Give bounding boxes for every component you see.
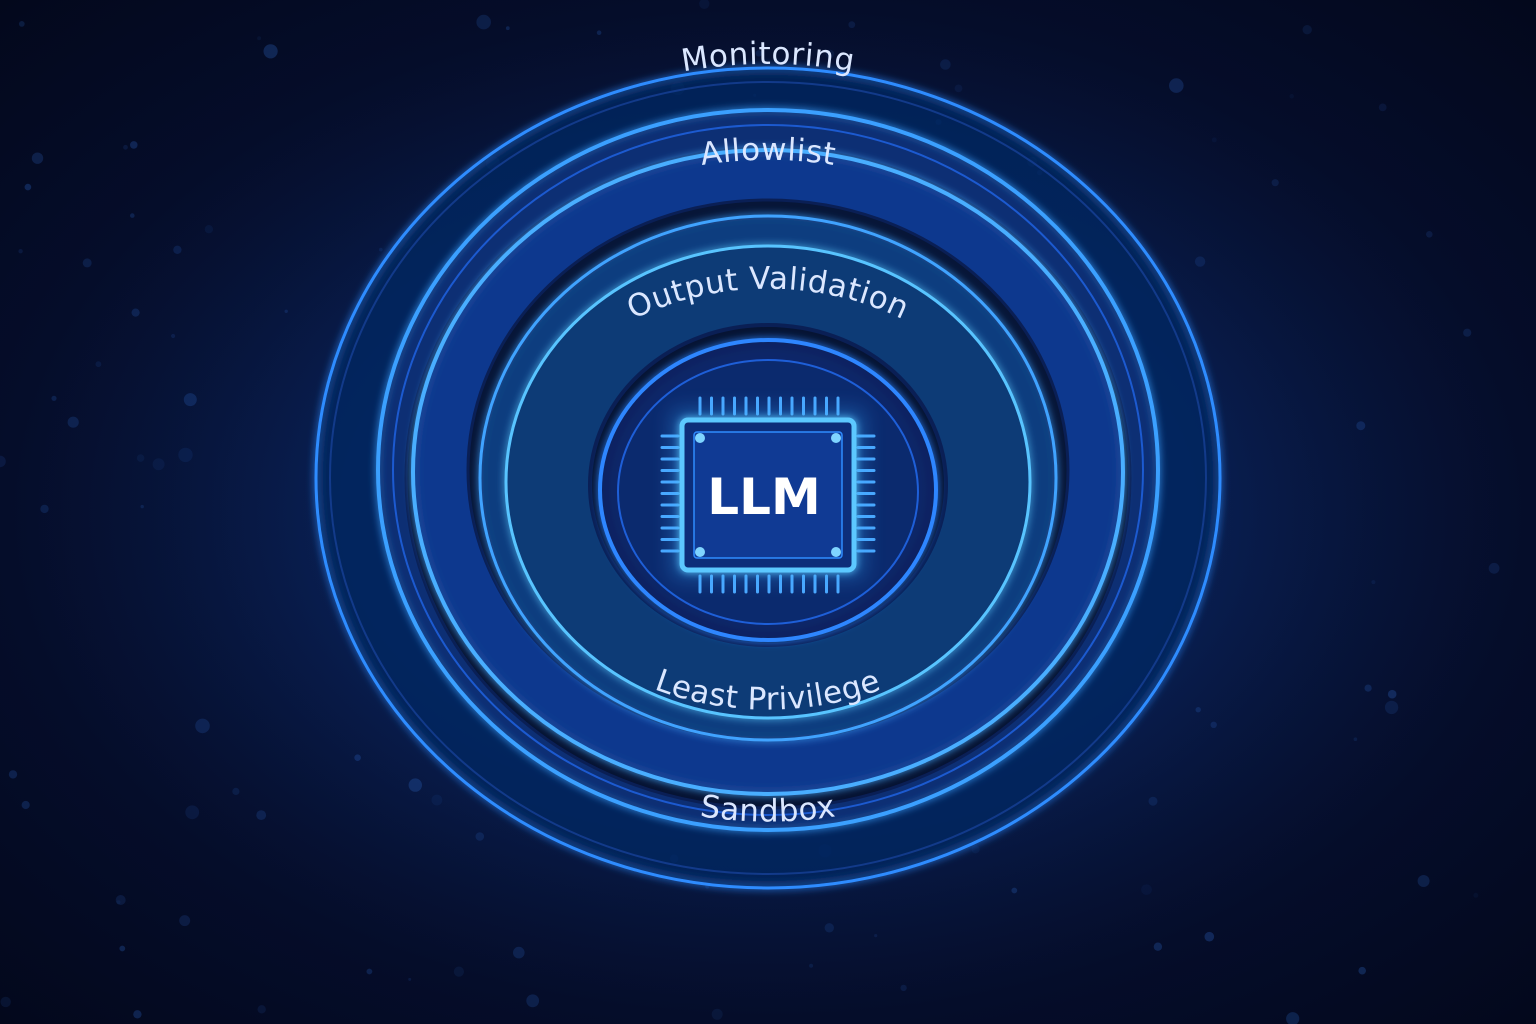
background-particle xyxy=(825,49,835,59)
llm-label: LLM xyxy=(707,468,820,526)
background-particle xyxy=(596,30,602,35)
background-particle xyxy=(1141,884,1152,895)
background-particle xyxy=(1148,796,1158,806)
background-particle xyxy=(1364,684,1372,692)
background-particle xyxy=(476,14,492,30)
background-particle xyxy=(119,945,126,952)
background-particle xyxy=(1011,887,1018,894)
background-particle xyxy=(505,26,510,31)
background-particle xyxy=(116,900,121,905)
background-particle xyxy=(971,845,980,854)
background-particle xyxy=(755,50,762,57)
background-particle xyxy=(1204,931,1215,942)
background-particle xyxy=(232,787,240,796)
background-particle xyxy=(179,915,191,927)
background-particle xyxy=(408,778,422,792)
background-particle xyxy=(8,770,18,779)
background-particle xyxy=(874,934,878,938)
background-particle xyxy=(0,455,6,468)
background-particle xyxy=(1271,179,1279,187)
background-particle xyxy=(354,754,361,761)
background-particle xyxy=(82,258,92,268)
background-particle xyxy=(185,805,200,820)
background-particle xyxy=(18,21,25,27)
background-particle xyxy=(173,245,182,254)
background-particle xyxy=(1302,25,1312,35)
background-particle xyxy=(699,0,710,9)
background-particle xyxy=(848,21,856,29)
background-particle xyxy=(24,183,32,191)
background-particle xyxy=(263,44,278,59)
chip-icon: LLM xyxy=(660,396,876,594)
background-particle xyxy=(130,141,138,149)
background-particle xyxy=(940,59,951,70)
background-particle xyxy=(1473,892,1479,898)
background-particle xyxy=(67,416,79,428)
background-particle xyxy=(809,963,814,968)
background-particle xyxy=(379,247,383,252)
background-particle xyxy=(1356,421,1366,431)
background-particle xyxy=(256,810,267,820)
background-particle xyxy=(1463,328,1472,337)
background-particle xyxy=(431,794,443,806)
background-particle xyxy=(133,1010,142,1019)
background-particle xyxy=(1286,1012,1300,1024)
background-particle xyxy=(21,800,30,810)
background-particle xyxy=(1353,737,1358,741)
layer-label-allowlist-text: Allowlist xyxy=(698,132,838,173)
background-particle xyxy=(140,504,144,509)
layer-label-sandbox-text: Sandbox xyxy=(698,788,837,829)
background-particle xyxy=(123,144,128,150)
background-particle xyxy=(1211,137,1217,143)
layer-label-allowlist: Allowlist xyxy=(698,132,838,173)
background-particle xyxy=(1371,580,1376,585)
background-particle xyxy=(408,977,412,981)
background-particle xyxy=(171,333,176,339)
background-particle xyxy=(475,832,485,841)
background-particle xyxy=(513,946,525,959)
background-particle xyxy=(95,361,102,368)
background-particle xyxy=(178,447,193,463)
background-particle xyxy=(1289,93,1294,99)
background-particle xyxy=(31,152,44,164)
background-particle xyxy=(1488,562,1500,574)
background-particle xyxy=(1210,721,1217,728)
background-particle xyxy=(257,36,262,41)
background-particle xyxy=(453,966,464,977)
background-particle xyxy=(131,308,140,317)
background-particle xyxy=(18,249,23,254)
background-particle xyxy=(40,504,49,514)
background-particle xyxy=(115,895,126,905)
background-particle xyxy=(1417,875,1430,887)
background-particle xyxy=(51,395,57,401)
background-particle xyxy=(1153,942,1163,951)
background-particle xyxy=(711,1008,723,1020)
background-particle xyxy=(204,225,214,234)
background-particle xyxy=(1195,707,1201,713)
background-particle xyxy=(1384,700,1399,715)
background-particle xyxy=(257,1005,266,1014)
background-particle xyxy=(1358,966,1366,975)
background-particle xyxy=(130,213,135,218)
background-particle xyxy=(195,718,210,734)
background-particle xyxy=(1169,78,1184,93)
background-particle xyxy=(136,454,145,462)
background-particle xyxy=(526,994,540,1008)
background-particle xyxy=(1378,103,1387,112)
background-particle xyxy=(183,393,197,407)
background-particle xyxy=(0,996,11,1008)
background-particle xyxy=(954,84,963,93)
background-particle xyxy=(824,923,834,933)
background-particle xyxy=(1426,231,1433,238)
background-particle xyxy=(152,458,165,471)
background-particle xyxy=(1387,689,1397,699)
background-particle xyxy=(366,968,373,975)
layer-label-sandbox: Sandbox xyxy=(698,788,837,829)
background-particle xyxy=(900,984,907,992)
background-particle xyxy=(1194,256,1206,267)
background-particle xyxy=(284,309,288,313)
